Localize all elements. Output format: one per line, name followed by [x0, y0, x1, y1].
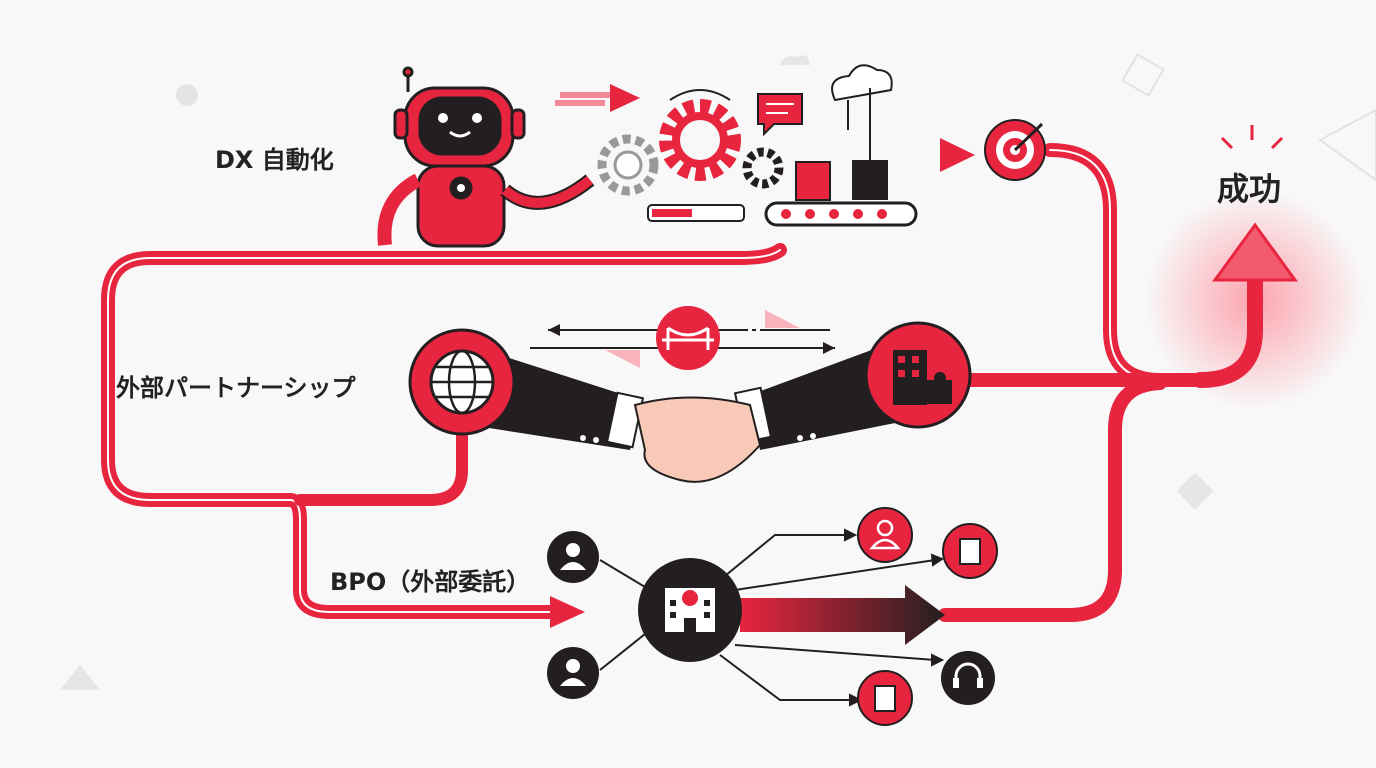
- robot-icon: [377, 66, 595, 248]
- document-icon: [857, 523, 998, 726]
- dx-arrowhead: [940, 138, 975, 172]
- speed-lines: [555, 92, 610, 106]
- bpo-output-arrow: [740, 585, 945, 645]
- conveyor-icon: [764, 160, 918, 227]
- success-label: 成功: [1217, 170, 1282, 208]
- headset-icon: [941, 651, 995, 705]
- bpo-connections: [599, 528, 945, 707]
- building-puzzle-icon: [864, 321, 972, 429]
- person-icon: [547, 507, 913, 699]
- globe-icon: [408, 328, 516, 436]
- dx-automation-label: DX 自動化: [215, 146, 334, 174]
- bpo-label: BPO（外部委託）: [330, 568, 531, 596]
- speed-arrow: [610, 84, 640, 112]
- bpo-arrowhead: [550, 596, 585, 628]
- gear-icon: [597, 89, 784, 196]
- success-sparks: [1220, 125, 1284, 150]
- progress-bar-icon: [647, 204, 745, 222]
- chat-icon: [757, 93, 803, 137]
- flow-path: [101, 143, 1263, 622]
- background-decor: [60, 53, 1376, 690]
- bridge-icon: [530, 306, 835, 370]
- target-icon: [984, 119, 1046, 181]
- partnership-label: 外部パートナーシップ: [116, 374, 356, 402]
- cloud-upload-icon: [780, 55, 893, 160]
- up-arrow-icon: [1212, 222, 1298, 282]
- office-building-icon: [638, 558, 742, 662]
